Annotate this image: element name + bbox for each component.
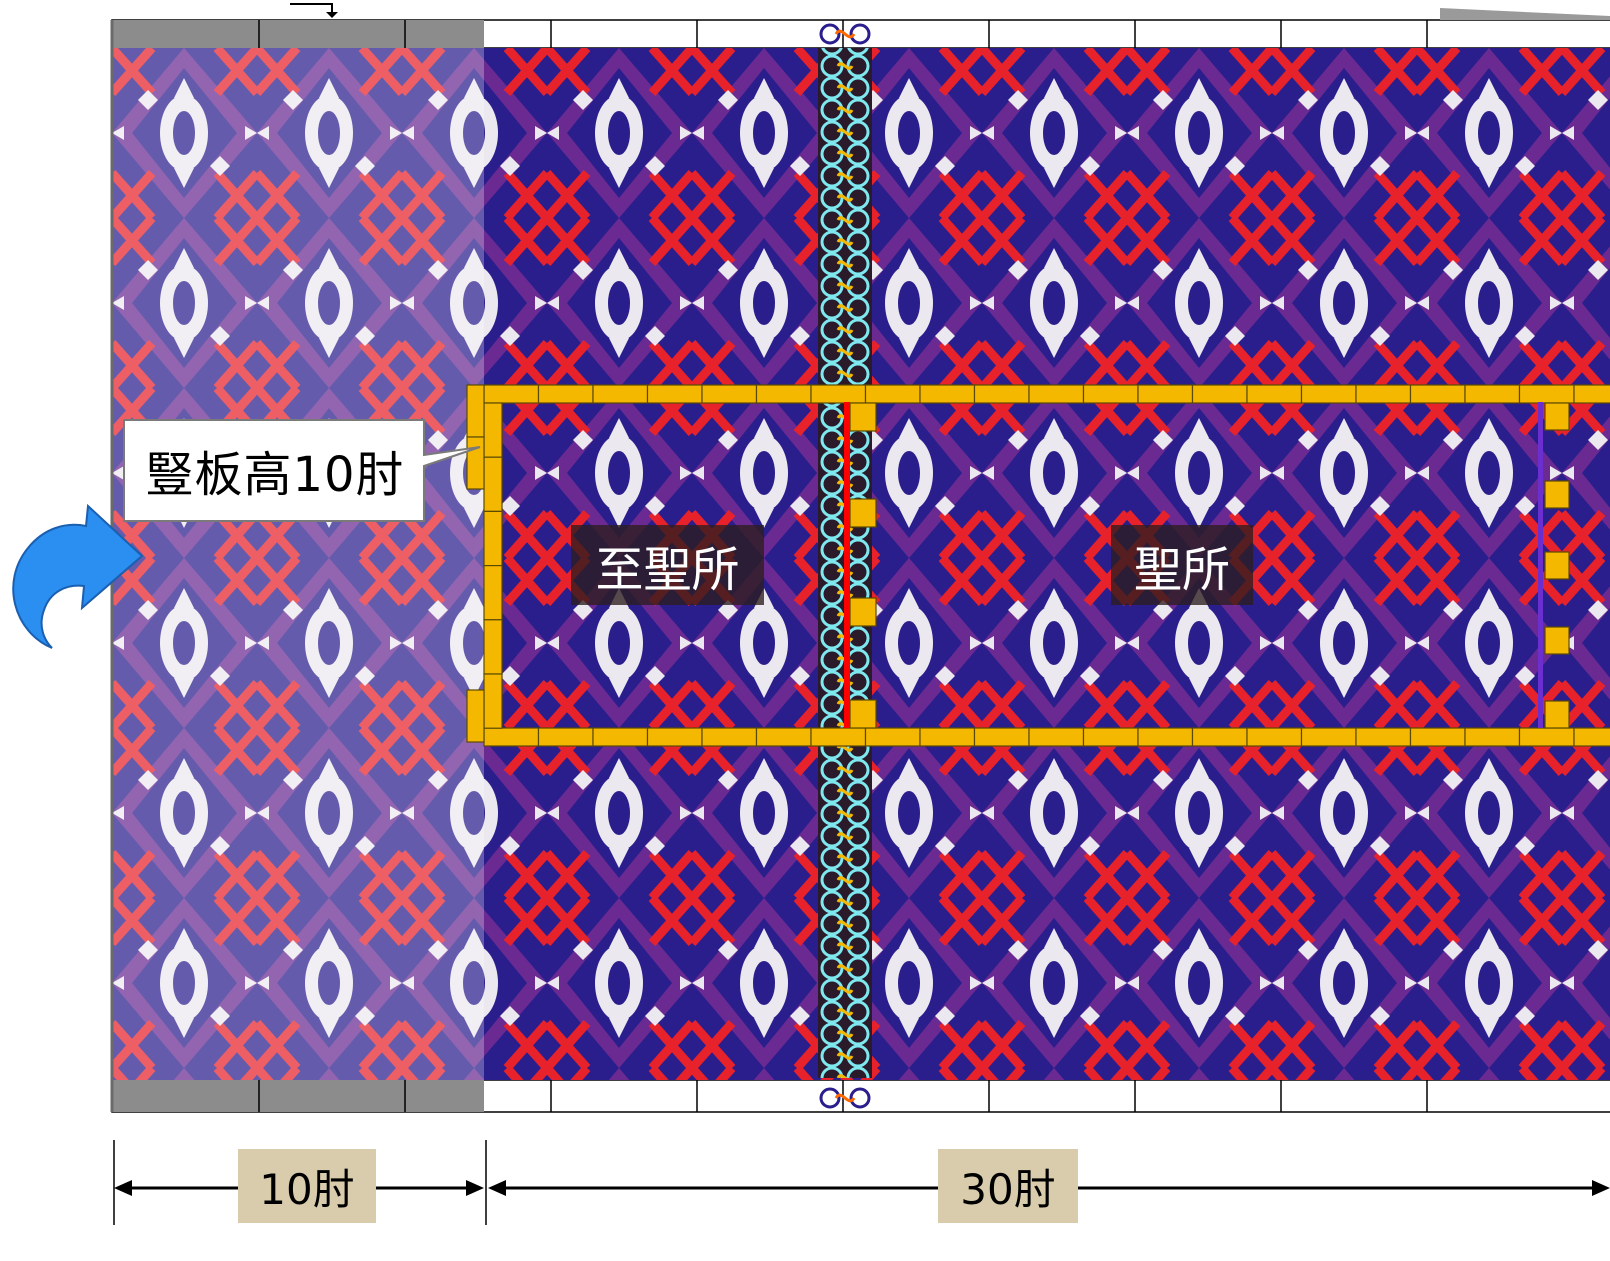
board-segment xyxy=(483,619,503,675)
holy-of-holies-label: 至聖所 xyxy=(571,525,764,605)
veil-line xyxy=(844,402,850,728)
veil-pillar xyxy=(849,402,877,432)
board-segment xyxy=(483,384,540,404)
board-segment xyxy=(810,727,867,747)
dimension-label-30: 30肘 xyxy=(938,1149,1078,1223)
board-segment xyxy=(646,727,703,747)
entrance-pillar xyxy=(1544,700,1570,729)
board-segment xyxy=(592,384,649,404)
entrance-pillar xyxy=(1544,626,1570,655)
top-marker xyxy=(290,3,333,14)
board-height-label: 豎板高10肘 xyxy=(145,447,405,503)
board-segment xyxy=(973,384,1030,404)
entrance-pillar xyxy=(1544,551,1570,580)
clasp-column xyxy=(818,23,872,1109)
dimension-label-10: 10肘 xyxy=(238,1149,376,1223)
entrance-pillar xyxy=(1544,480,1570,509)
board-segment xyxy=(755,384,812,404)
tabernacle-board-frame xyxy=(466,384,1610,747)
board-segment xyxy=(1028,384,1085,404)
board-segment xyxy=(1355,384,1412,404)
board-segment xyxy=(483,564,503,621)
board-segment xyxy=(701,384,758,404)
board-segment xyxy=(1300,727,1357,747)
board-segment xyxy=(646,384,703,404)
board-segment xyxy=(973,727,1030,747)
ruler-ticks xyxy=(258,20,1428,1112)
board-segment xyxy=(483,402,503,458)
board-segment xyxy=(1246,727,1303,747)
board-segment xyxy=(1573,384,1610,404)
veil-pillar xyxy=(849,699,877,729)
board-segment xyxy=(1355,727,1412,747)
top-right-wedge xyxy=(1440,8,1610,20)
board-segment xyxy=(1518,384,1575,404)
veil-pillar xyxy=(849,498,877,528)
socket xyxy=(466,689,485,743)
socket xyxy=(466,436,485,490)
board-segment xyxy=(1082,727,1139,747)
board-segment xyxy=(483,673,503,729)
board-segment xyxy=(483,727,540,747)
board-segment xyxy=(810,384,867,404)
board-segment xyxy=(1573,727,1610,747)
board-segment xyxy=(537,384,594,404)
entrance-pillar xyxy=(1544,402,1570,431)
holy-place-label: 聖所 xyxy=(1111,525,1253,605)
board-segment xyxy=(592,727,649,747)
board-segment xyxy=(1518,727,1575,747)
entrance-screen-line xyxy=(1538,402,1543,728)
board-segment xyxy=(1300,384,1357,404)
board-segment xyxy=(864,384,921,404)
board-segment xyxy=(1082,384,1139,404)
board-segment xyxy=(1191,727,1248,747)
board-segment xyxy=(1028,727,1085,747)
board-segment xyxy=(1464,384,1521,404)
board-segment xyxy=(919,384,976,404)
socket xyxy=(466,384,485,438)
board-segment xyxy=(864,727,921,747)
board-segment xyxy=(483,456,503,513)
board-segment xyxy=(483,510,503,567)
board-segment xyxy=(755,727,812,747)
clasp-ring-icon xyxy=(819,1087,871,1109)
board-segment xyxy=(1409,727,1466,747)
clasp-ring-icon xyxy=(819,23,871,45)
curtain-fold-overlay xyxy=(112,48,484,1080)
board-segment xyxy=(1246,384,1303,404)
curved-arrow-icon xyxy=(12,503,144,649)
board-segment xyxy=(701,727,758,747)
veil-pillar xyxy=(849,597,877,627)
board-segment xyxy=(537,727,594,747)
board-segment xyxy=(1464,727,1521,747)
board-segment xyxy=(1191,384,1248,404)
top-marker-arrow xyxy=(326,12,338,18)
board-segment xyxy=(919,727,976,747)
board-segment xyxy=(1137,384,1194,404)
board-height-callout xyxy=(123,419,481,522)
board-segment xyxy=(1137,727,1194,747)
board-segment xyxy=(1409,384,1466,404)
